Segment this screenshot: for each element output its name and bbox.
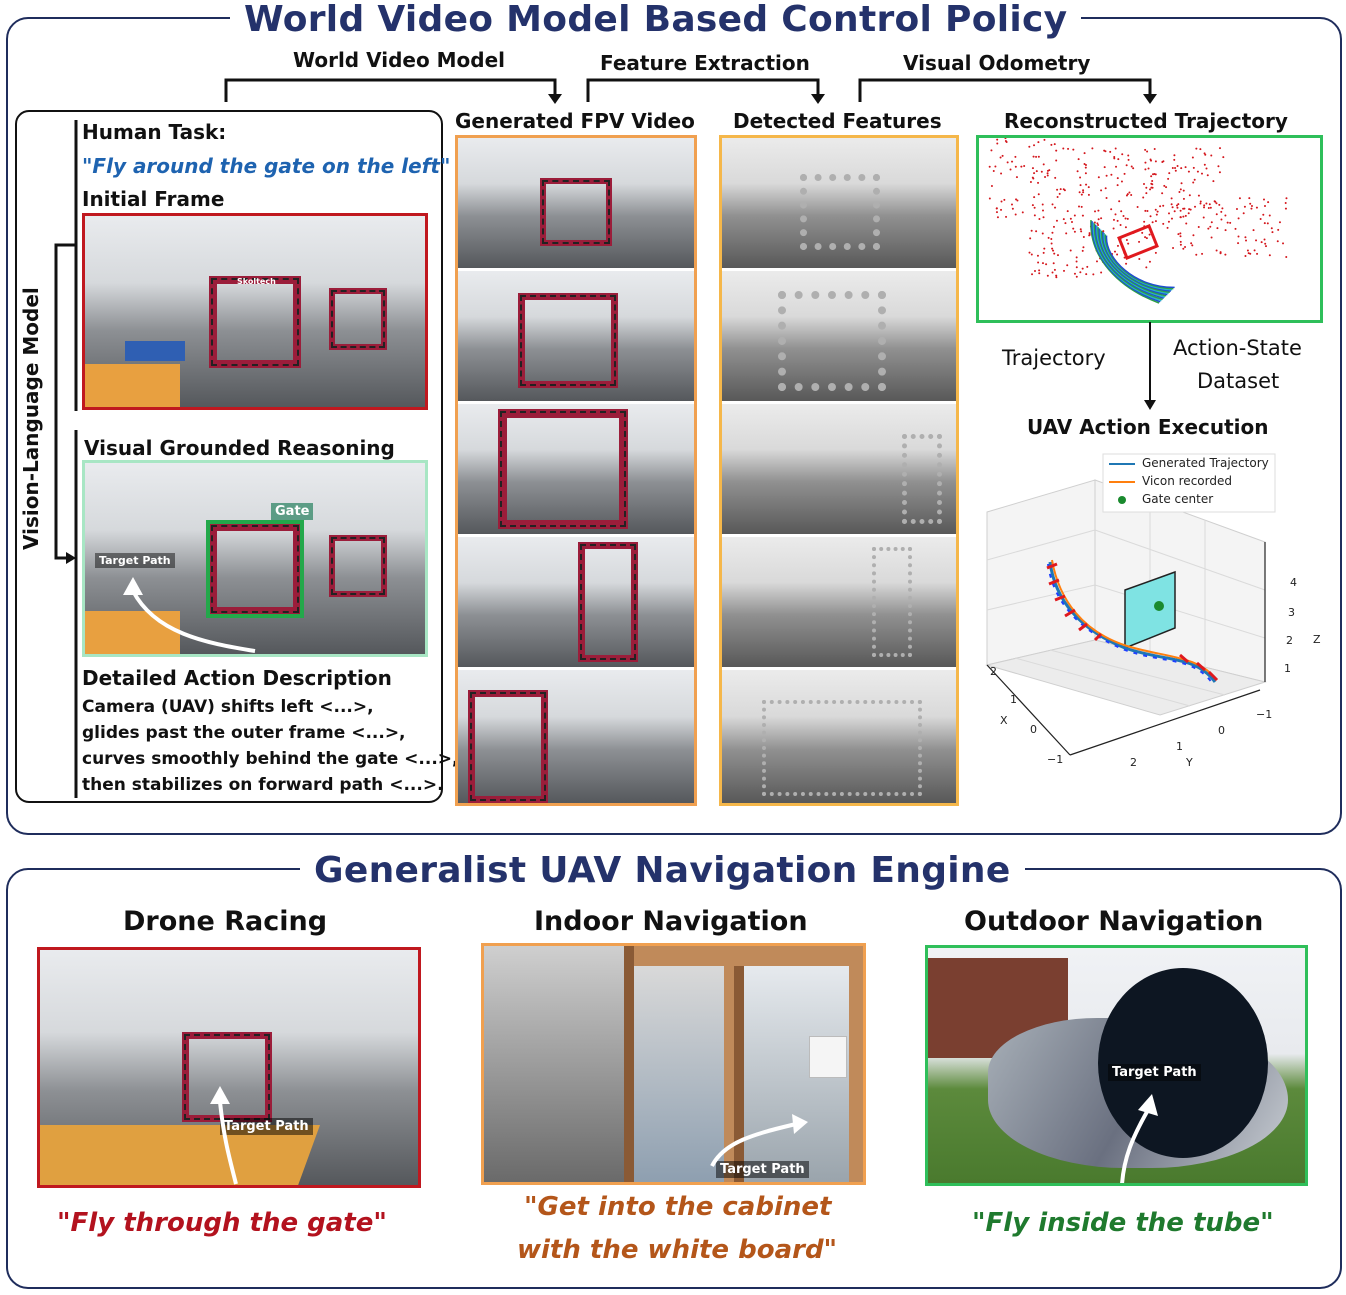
action-line-1: Camera (UAV) shifts left <...>, bbox=[82, 697, 374, 717]
generated-fpv-title: Generated FPV Video bbox=[455, 109, 695, 133]
x-axis-label: X bbox=[1000, 714, 1008, 727]
action-line-3: curves smoothly behind the gate <...>, bbox=[82, 749, 459, 769]
human-task-label: Human Task: bbox=[82, 120, 227, 144]
detected-features-strip bbox=[719, 135, 959, 806]
drone-racing-title: Drone Racing bbox=[123, 906, 328, 937]
visual-reasoning-image: Gate Target Path bbox=[82, 460, 428, 657]
legend-generated: Generated Trajectory bbox=[1142, 456, 1269, 470]
outdoor-navigation-image: Target Path bbox=[925, 945, 1308, 1186]
indoor-target-path: Target Path bbox=[716, 1161, 809, 1178]
indoor-quote-line-1: "Get into the cabinet bbox=[524, 1192, 832, 1222]
y-axis-label: Y bbox=[1186, 756, 1193, 769]
fpv-frame-5 bbox=[458, 670, 694, 803]
y-tick-4: −1 bbox=[1256, 708, 1273, 721]
detected-features-title: Detected Features bbox=[733, 109, 942, 133]
dataset-arrow bbox=[1144, 322, 1156, 410]
fpv-frame-2 bbox=[458, 271, 694, 401]
legend-vicon: Vicon recorded bbox=[1142, 474, 1232, 488]
outdoor-target-path: Target Path bbox=[1108, 1064, 1201, 1081]
z-tick-2: 3 bbox=[1288, 606, 1295, 619]
indoor-navigation-image: Target Path bbox=[481, 943, 866, 1185]
x-tick-3: 0 bbox=[1030, 723, 1037, 736]
gate-center-marker bbox=[1154, 601, 1164, 611]
action-line-4: then stabilizes on forward path <...>. bbox=[82, 775, 444, 795]
z-tick-1: 4 bbox=[1290, 576, 1297, 589]
y-tick-3: 0 bbox=[1218, 724, 1225, 737]
uav-exec-label: UAV Action Execution bbox=[1027, 415, 1269, 439]
action-state-label-1: Action-State bbox=[1173, 336, 1302, 360]
uav-3d-plot bbox=[985, 453, 1276, 756]
z-tick-3: 2 bbox=[1286, 634, 1293, 647]
outdoor-navigation-title: Outdoor Navigation bbox=[964, 906, 1264, 937]
z-axis-label: Z bbox=[1313, 633, 1321, 646]
action-line-2: glides past the outer frame <...>, bbox=[82, 723, 406, 743]
reconstructed-trajectory-title: Reconstructed Trajectory bbox=[1004, 109, 1288, 133]
initial-frame-image: Skoltech bbox=[82, 213, 428, 410]
visual-reasoning-label: Visual Grounded Reasoning bbox=[84, 436, 395, 460]
initial-frame-label: Initial Frame bbox=[82, 187, 225, 211]
gate-plane bbox=[1124, 570, 1176, 650]
y-tick-1: 2 bbox=[1130, 756, 1137, 769]
vlm-box bbox=[15, 110, 443, 803]
stage-connectors bbox=[224, 78, 1157, 104]
fpv-frame-1 bbox=[458, 138, 694, 268]
fpv-frame-3 bbox=[458, 404, 694, 534]
trajectory-label: Trajectory bbox=[1002, 346, 1106, 370]
x-tick-2: 1 bbox=[1010, 693, 1017, 706]
z-tick-4: 1 bbox=[1284, 662, 1291, 675]
reconstructed-trajectory-image bbox=[976, 135, 1323, 323]
fpv-frame-4 bbox=[458, 537, 694, 667]
reasoning-target-path: Target Path bbox=[95, 553, 175, 568]
vlm-bracket bbox=[54, 120, 78, 798]
drone-racing-image: Target Path bbox=[37, 947, 421, 1188]
detailed-action-label: Detailed Action Description bbox=[82, 666, 392, 690]
drone-racing-target-path: Target Path bbox=[220, 1118, 313, 1135]
legend-gate-center: Gate center bbox=[1142, 492, 1214, 506]
generated-fpv-strip bbox=[455, 135, 697, 806]
stage-label-visual-odometry: Visual Odometry bbox=[903, 51, 1091, 75]
action-state-label-2: Dataset bbox=[1197, 369, 1280, 393]
human-task-text: "Fly around the gate on the left" bbox=[82, 154, 451, 178]
stage-label-feature-extraction: Feature Extraction bbox=[600, 51, 810, 75]
x-tick-4: −1 bbox=[1047, 753, 1064, 766]
indoor-navigation-title: Indoor Navigation bbox=[534, 906, 808, 937]
indoor-quote-line-2: with the white board" bbox=[517, 1235, 838, 1265]
drone-racing-quote: "Fly through the gate" bbox=[57, 1208, 387, 1238]
top-panel-title: World Video Model Based Control Policy bbox=[230, 0, 1082, 40]
bottom-panel-title: Generalist UAV Navigation Engine bbox=[300, 851, 1025, 891]
gate-tag: Gate bbox=[271, 503, 314, 520]
outdoor-quote: "Fly inside the tube" bbox=[972, 1208, 1274, 1238]
x-tick-1: 2 bbox=[990, 665, 997, 678]
y-tick-2: 1 bbox=[1176, 740, 1183, 753]
stage-label-world-video-model: World Video Model bbox=[293, 48, 506, 72]
reasoning-path-arrow bbox=[123, 577, 256, 653]
